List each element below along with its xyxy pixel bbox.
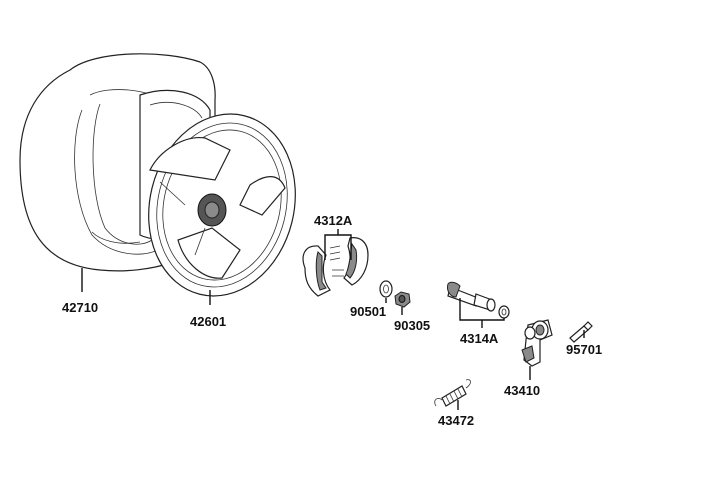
leader-brake-shoe: [324, 234, 352, 260]
label-rim: 42601: [190, 314, 226, 329]
nut-drawing: [394, 291, 411, 308]
leader-lines: [81, 229, 585, 410]
label-brake-shoe: 4312A: [314, 213, 353, 228]
brake-shoe-drawing: [302, 237, 369, 297]
label-spring: 43472: [438, 413, 474, 428]
brake-arm-drawing: [521, 319, 553, 367]
label-tire: 42710: [62, 300, 98, 315]
brake-cam-drawing: [447, 281, 510, 319]
rim-drawing: [148, 113, 296, 297]
washer-drawing: [379, 280, 393, 298]
label-nut: 90305: [394, 318, 430, 333]
label-brake-cam: 4314A: [460, 331, 499, 346]
spring-drawing: [434, 379, 471, 407]
label-cotter-pin: 95701: [566, 342, 602, 357]
label-washer: 90501: [350, 304, 386, 319]
cotter-pin-drawing: [569, 321, 593, 343]
label-brake-arm: 43410: [504, 383, 540, 398]
